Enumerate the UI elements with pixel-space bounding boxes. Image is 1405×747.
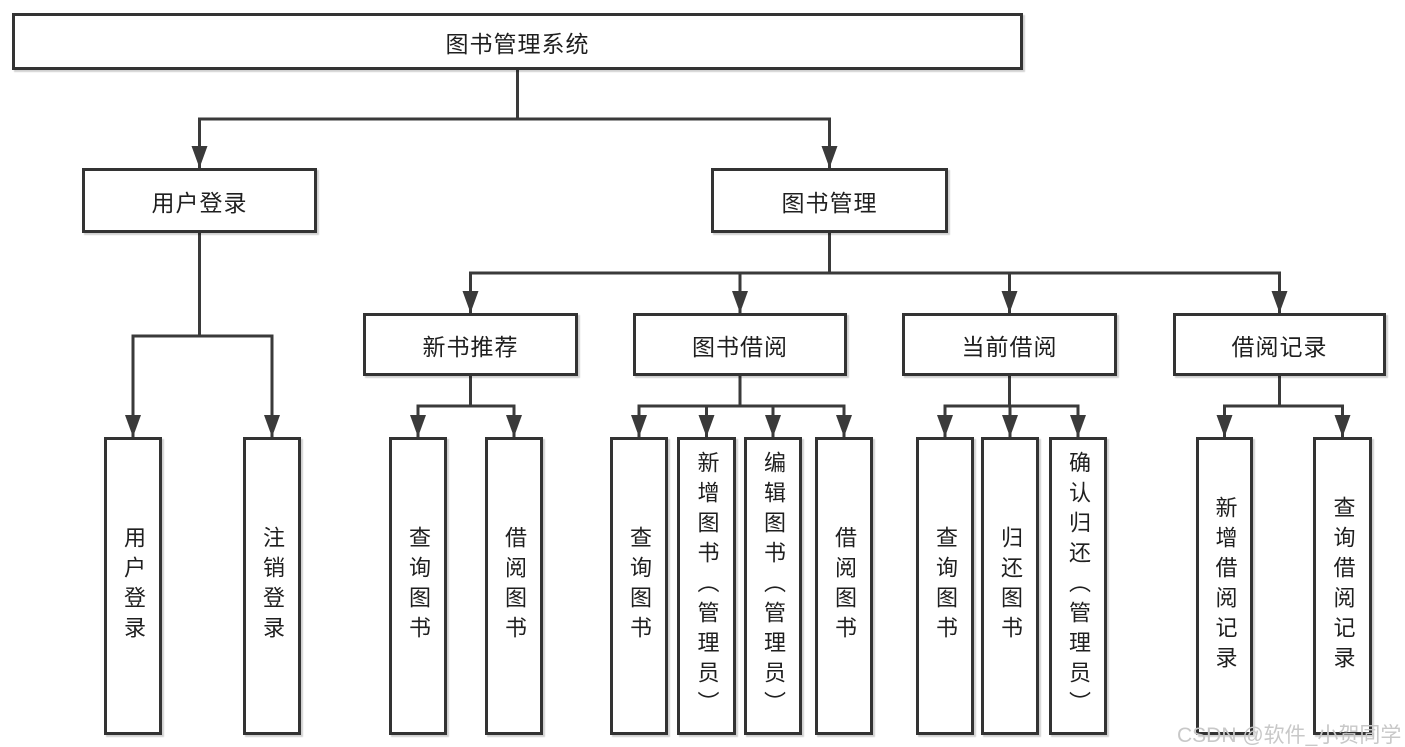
node-label: 图书借阅 [692,333,788,360]
node-user-login-group: 用户登录 [82,168,317,233]
node-label: 确认归还（管理员） [1066,451,1091,721]
leaf-query-book-current: 查询图书 [916,437,974,735]
node-label: 借阅记录 [1231,333,1328,360]
node-label: 用户登录 [121,526,146,646]
node-label: 当前借阅 [961,333,1058,360]
node-label: 新书推荐 [422,333,519,360]
node-label: 归还图书 [998,526,1023,646]
leaf-user-login: 用户登录 [104,437,162,735]
leaf-query-book-borrowing: 查询图书 [610,437,668,735]
node-library-system: 图书管理系统 [12,13,1023,70]
connector-current-bar [945,376,1078,408]
node-label: 查询借阅记录 [1330,496,1356,676]
connector-root-bar [199,70,830,121]
node-borrowing-records: 借阅记录 [1173,313,1386,376]
node-label: 新增借阅记录 [1212,496,1238,676]
node-label: 新增图书（管理员） [694,451,720,721]
leaf-borrow-book-recommend: 借阅图书 [485,437,543,735]
connector-mgmt-bar [470,233,1280,275]
node-book-borrowing: 图书借阅 [633,313,847,376]
node-label: 借阅图书 [502,526,527,646]
node-current-borrowing: 当前借阅 [902,313,1117,376]
leaf-add-book-admin: 新增图书（管理员） [677,437,736,735]
leaf-logout: 注销登录 [243,437,301,735]
node-label: 用户登录 [151,189,248,216]
csdn-watermark: CSDN @软件_小贺同学 [1177,724,1402,747]
connector-group [125,70,1351,437]
node-label: 查询图书 [933,526,958,646]
node-label: 注销登录 [260,526,285,646]
connector-borrow-bar [639,376,844,408]
leaf-borrow-book-borrowing: 借阅图书 [815,437,873,735]
node-book-management: 图书管理 [711,168,948,233]
node-label: 查询图书 [406,526,431,646]
node-label: 编辑图书（管理员） [761,451,786,721]
leaf-query-borrow-record: 查询借阅记录 [1313,437,1372,735]
connector-login-bar [133,233,272,338]
leaf-edit-book-admin: 编辑图书（管理员） [744,437,802,735]
node-label: 查询图书 [627,526,652,646]
leaf-query-book-recommend: 查询图书 [389,437,447,735]
leaf-confirm-return-admin: 确认归还（管理员） [1049,437,1107,735]
node-new-book-recommend: 新书推荐 [363,313,578,376]
node-label: 图书管理系统 [445,30,590,57]
connector-rec-bar [418,376,514,408]
leaf-return-book: 归还图书 [981,437,1039,735]
node-label: 借阅图书 [832,526,857,646]
node-label: 图书管理 [781,189,878,216]
connector-records-bar [1224,376,1343,408]
leaf-add-borrow-record: 新增借阅记录 [1196,437,1253,735]
